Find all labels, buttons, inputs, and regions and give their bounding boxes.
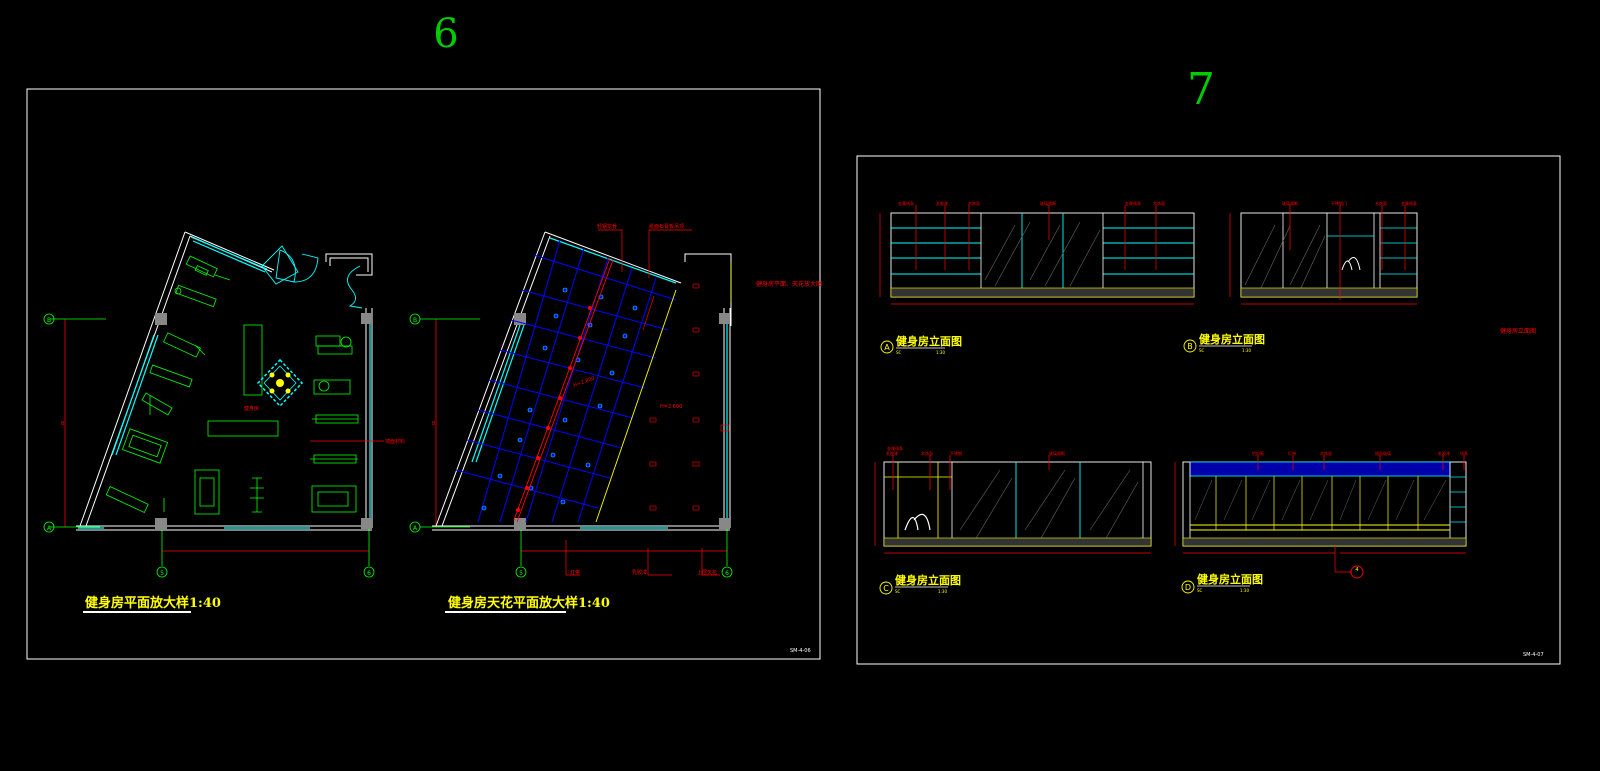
plan-side-label: 墙面材料: [385, 438, 405, 445]
svg-text:玻璃隔断: 玻璃隔断: [1049, 450, 1065, 456]
ceiling-note-right: 健身房平面、天花放大图: [756, 280, 822, 288]
ceiling-center-label: H=2.800: [573, 376, 596, 389]
elevation-d-title: 健身房立面图: [1197, 572, 1263, 586]
left-sheet-frame: [26, 88, 821, 660]
svg-text:玻璃隔断: 玻璃隔断: [1040, 200, 1056, 206]
ceiling-grid-bubble-a: [409, 521, 421, 533]
grid-bubble-b: [43, 313, 55, 325]
detail-marker-circle: [1350, 565, 1364, 579]
svg-text:H=2.600: H=2.600: [660, 404, 682, 410]
svg-text:木饰面: 木饰面: [968, 200, 980, 206]
elevation-b-sub-left: SC: [1199, 348, 1205, 353]
svg-text:线条: 线条: [1460, 450, 1468, 456]
sheet-number-left: 6: [433, 11, 458, 57]
ceiling-title: 健身房天花平面放大样1:40: [448, 595, 610, 611]
plan-title: 健身房平面放大样1:40: [85, 595, 221, 611]
svg-text:木饰面: 木饰面: [1320, 450, 1332, 456]
elevation-a-sub-left: SC: [896, 350, 902, 355]
ceiling-grid-bubble-b: [409, 313, 421, 325]
elevation-c-sub-left: SC: [895, 589, 901, 594]
sheet-number-right: 7: [1187, 64, 1215, 115]
plan-central-feature: [256, 358, 304, 408]
ceiling-grid-label-5: 5: [519, 570, 523, 577]
ceiling-note-bottom-3: 上层天花: [697, 569, 717, 576]
svg-text:木饰面: 木饰面: [1153, 200, 1165, 206]
elevation-d: 铝扣板 灯带 木饰面 镜面玻璃 乳胶漆 线条 4 D 健身房立面图 SC 1:30: [1174, 450, 1468, 594]
elevation-d-sub-left: SC: [1197, 588, 1203, 593]
grid-label-b: B: [47, 317, 51, 324]
ceiling-walls: [432, 231, 732, 531]
svg-text:木饰面: 木饰面: [921, 450, 933, 456]
elevation-a-sub-right: 1:30: [936, 350, 945, 355]
plan-glazing: [78, 236, 371, 529]
elevation-b: 玻璃隔断 不锈钢门 木饰面 金属线条 B 健身房立面图 SC 1:30: [1183, 200, 1418, 353]
elevation-a: 金属线条 乳胶漆 木饰面 玻璃隔断 金属线条 木饰面 A 健身房立面图 SC 1:30: [879, 200, 1195, 355]
plan-room-label: 健身房: [244, 405, 259, 412]
floor-plan: 8 B A 5 6: [43, 231, 405, 613]
elevation-b-title: 健身房立面图: [1199, 332, 1265, 346]
ceiling-grid-bubble-5: [515, 566, 527, 578]
ceiling-side-marks: [649, 283, 730, 511]
svg-text:金属线条: 金属线条: [887, 445, 903, 451]
left-sheet-code: SM-4-06: [790, 648, 811, 654]
elevation-c-sub-right: 1:30: [938, 589, 947, 594]
ceiling-note-top2: 纸面石膏板吊顶: [649, 223, 684, 230]
grid-label-5: 5: [160, 570, 164, 577]
grid-label-a: A: [47, 525, 52, 532]
ceiling-grid-label-6: 6: [725, 570, 729, 577]
grid-label-6: 6: [367, 570, 371, 577]
svg-text:乳胶漆: 乳胶漆: [1438, 450, 1450, 456]
ceiling-note-bottom-1: 灯带: [570, 569, 580, 576]
svg-text:金属线条: 金属线条: [898, 200, 914, 206]
svg-text:不锈钢门: 不锈钢门: [1331, 200, 1347, 206]
gym-equipment: [105, 255, 359, 515]
svg-text:乳胶漆: 乳胶漆: [886, 450, 898, 456]
svg-text:灯带: 灯带: [1288, 450, 1296, 456]
svg-text:铝扣板: 铝扣板: [1252, 450, 1264, 456]
elevation-c-title: 健身房立面图: [895, 573, 961, 587]
left-sheet: 8 B A 5 6: [26, 88, 822, 660]
svg-text:木饰面: 木饰面: [1375, 200, 1387, 206]
grid-bubble-5: [156, 566, 168, 578]
grid-bubble-6: [363, 566, 375, 578]
svg-text:8: 8: [61, 421, 64, 427]
detail-marker-label: 4: [1355, 567, 1358, 573]
svg-text:玻璃隔断: 玻璃隔断: [1282, 200, 1298, 206]
ceiling-note-top1: 轻钢龙骨: [597, 223, 617, 230]
elevation-b-tag: B: [1187, 342, 1193, 351]
ceiling-note-bottom-2: 乳胶漆: [632, 569, 647, 576]
elevation-d-tag: D: [1185, 583, 1191, 592]
svg-text:金属线条: 金属线条: [1401, 200, 1417, 206]
grid-bubble-a: [43, 521, 55, 533]
svg-text:乳胶漆: 乳胶漆: [936, 200, 948, 206]
svg-text:镜面玻璃: 镜面玻璃: [1375, 450, 1391, 456]
right-sheet: 金属线条乳胶漆木饰面 玻璃隔断金属线条木饰面 A 健身房立面图 SC 1:30: [856, 155, 1561, 665]
plan-walls: [76, 231, 373, 531]
ceiling-grid: [455, 239, 677, 523]
ceiling-plan: 8 B A 5 6: [409, 223, 822, 613]
right-sheet-frame: [856, 155, 1561, 665]
right-side-note: 健身房立面图: [1500, 327, 1536, 335]
elevation-b-sub-right: 1:30: [1242, 348, 1251, 353]
ceiling-grid-bubble-6: [721, 566, 733, 578]
ceiling-grid-label-a: A: [413, 525, 418, 532]
right-sheet-code: SM-4-07: [1523, 652, 1544, 658]
plan-doors: [261, 245, 363, 309]
ceiling-lights: [481, 287, 638, 511]
svg-text:8: 8: [432, 421, 435, 427]
svg-text:不锈钢: 不锈钢: [950, 450, 962, 456]
ceiling-light-strip: [513, 257, 614, 523]
elevation-c-tag: C: [883, 584, 889, 593]
elevation-a-title: 健身房立面图: [896, 334, 962, 348]
elevation-a-tag: A: [884, 343, 890, 352]
ceiling-grid-label-b: B: [413, 317, 417, 324]
elevation-d-sub-right: 1:30: [1240, 588, 1249, 593]
svg-text:金属线条: 金属线条: [1125, 200, 1141, 206]
